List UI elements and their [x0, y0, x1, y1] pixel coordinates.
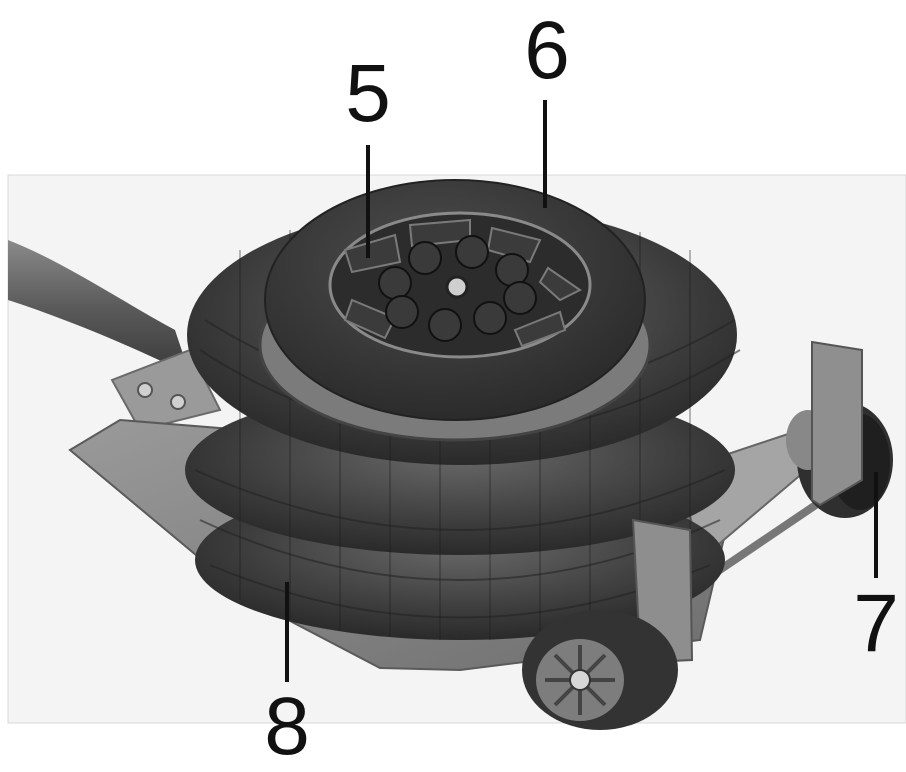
handle-bracket — [110, 348, 222, 432]
handle-tube — [8, 240, 190, 375]
bolt-icon — [137, 382, 153, 398]
bolt-icon — [170, 394, 186, 410]
center-valve-icon — [445, 275, 469, 299]
callout-label-8: 8 — [264, 681, 310, 772]
callout-label-6: 6 — [524, 5, 570, 96]
callout-label-7: 7 — [853, 578, 899, 669]
rubber-pad-segments — [343, 218, 582, 348]
wheel-bracket-plate — [811, 340, 863, 507]
rubber-pad-studs — [378, 235, 537, 342]
callout-label-5: 5 — [345, 48, 391, 139]
